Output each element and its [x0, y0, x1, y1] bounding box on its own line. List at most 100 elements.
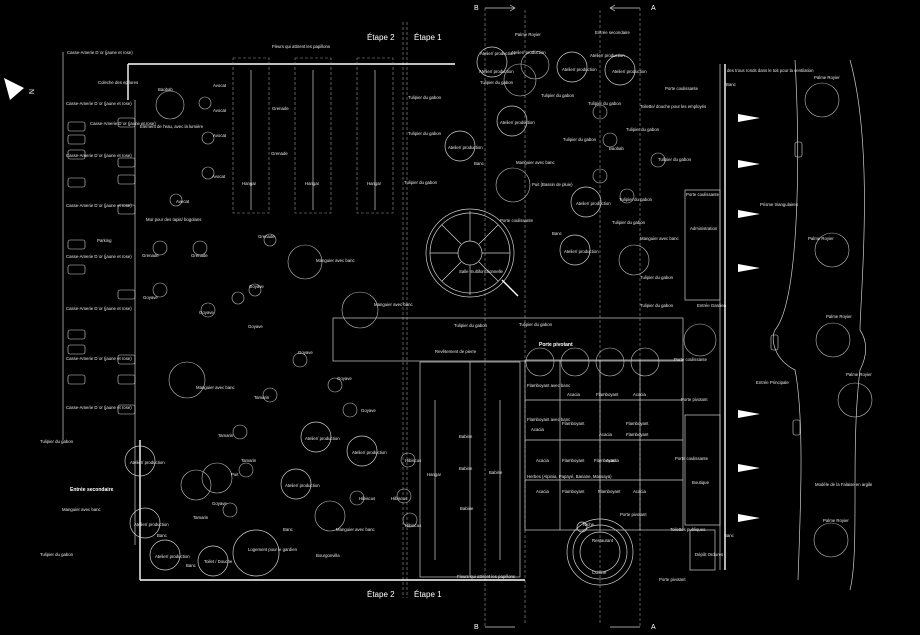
label-porte-coulissante-5: Porte coulissante	[675, 456, 709, 461]
label-toilettes-publiques: Toilettes publiques	[670, 527, 705, 532]
label-tulipier-left-1: Tulipier du gabon	[40, 439, 74, 444]
label-atelier-4: Atelier/ production	[500, 120, 535, 125]
label-acacia-1: Acacia	[567, 392, 581, 397]
label-fleurs-top: Fleurs qui attirent les papillons	[272, 44, 330, 49]
label-atelier-14: Atelier/ production	[511, 50, 546, 55]
label-atelier-1: Atelier/ production	[479, 69, 514, 74]
north-label: N	[27, 89, 34, 94]
label-tulipier-5: Tulipier du gabon	[626, 127, 660, 132]
label-atelier-11: Atelier/ production	[130, 460, 165, 465]
label-flamboyant-1: Flamboyant	[596, 392, 619, 397]
label-hangar-4: Hangar	[427, 472, 442, 477]
label-flamboyant-6: Flamboyant	[562, 489, 585, 494]
label-avocat-3: Avocat	[213, 108, 227, 113]
label-flamboyant-banc-1: Flamboyant avec banc	[527, 383, 571, 388]
label-salle-multi: Salle multifonctionnelle	[459, 269, 504, 274]
label-banc-1: Banc	[726, 82, 737, 87]
label-tamarin-2: Tamarin	[218, 433, 234, 438]
hangars-top	[232, 57, 394, 214]
label-grenade-2: Grenade	[271, 151, 288, 156]
label-atelier-10: Atelier/ production	[285, 483, 320, 488]
label-tulipier-14: Tulipier du gabon	[480, 80, 514, 85]
label-casse-1: Casse-Amerie D`or (jaune et rose)	[67, 50, 133, 55]
label-porte-pivotant-4: Porte pivotant	[620, 512, 647, 517]
label-entree-principale: Entrée Principale	[756, 380, 789, 385]
label-porte-coulissante-4: Porte coulissante	[674, 357, 708, 362]
label-banc-5: Banc	[157, 533, 168, 538]
label-herbes: Herbes (Alpinia, Papayé, Banane, Massaya…	[527, 474, 612, 479]
label-tulipier-13: Tulipier du gabon	[612, 220, 646, 225]
label-prisme: Prisme triangulaires	[760, 202, 798, 207]
label-entree-secondaire-left: Entrée secondaire	[70, 487, 114, 493]
label-flamboyant-7: Flamboyant	[598, 489, 621, 494]
label-hangar-3: Hangar	[367, 181, 382, 186]
label-casse-6: Casse-Amerie D`or (jaune et rose)	[66, 306, 132, 311]
label-goyave-3: Goyave	[199, 310, 214, 315]
label-trous-ventilation: des trous ronds dans le toit pour la ven…	[727, 68, 814, 73]
label-babine-1: Babine	[459, 434, 473, 439]
label-grenade-5: Grenade	[191, 253, 208, 258]
label-casse-9: Casse-Amerie D`or (jaune et rose)	[90, 121, 156, 126]
label-casse-7: Casse-Amerie D`or (jaune et rose)	[66, 356, 132, 361]
label-banc-2: Banc	[474, 161, 485, 166]
label-porte-pivotant-3: Porte pivotant	[659, 577, 686, 582]
prisms	[738, 114, 760, 522]
label-goyave-8: Goyave	[212, 501, 227, 506]
label-atelier-3: Atelier/ production	[612, 69, 647, 74]
section-b-top: B	[474, 5, 479, 12]
label-acacia-3: Acacia	[531, 427, 545, 432]
label-restaurant: Restaurant	[592, 538, 614, 543]
stage2-top-label: Étape 2	[367, 33, 395, 42]
east-buildings	[684, 189, 721, 571]
label-tulipier-15: Tulipier du gabon	[640, 275, 674, 280]
label-logement: Logement pour le gardien	[248, 547, 298, 552]
site-boundary	[62, 52, 726, 581]
label-goyave-1: Goyave	[143, 295, 158, 300]
label-toilette-employes: Toilette/ douche pour les employés	[640, 104, 706, 109]
label-acacia-4: Acacia	[599, 432, 613, 437]
label-palmier-right-1: Palme Royier	[814, 75, 840, 80]
label-hangar-1: Hangar	[242, 181, 257, 186]
label-boutique: Boutique	[692, 480, 710, 485]
label-palmier-right-3: Palme Royier	[826, 314, 852, 319]
stage1-bottom-label: Étape 1	[414, 590, 442, 599]
label-atelier-16: Atelier/ production	[480, 51, 515, 56]
label-avocat-4: Avocat	[212, 174, 226, 179]
label-mur-bogolans: Mur pour des tapis/ bogolans	[146, 217, 201, 222]
label-goyave-5: Goyave	[298, 350, 313, 355]
label-hibiscus-1: Hibiscus	[405, 458, 421, 463]
label-grenade-3: Grenade	[258, 234, 275, 239]
label-flamboyant-banc-2: Flamboyant avec banc	[527, 417, 571, 422]
label-grenade-4: Grenade	[142, 253, 159, 258]
label-atelier-12: Atelier/ production	[134, 522, 169, 527]
label-tulipier-12: Tulipier du gabon	[541, 93, 575, 98]
label-babine-3: Babine	[460, 506, 474, 511]
restaurant-building	[566, 518, 634, 586]
label-palmier-top: Palme Royier	[515, 32, 541, 37]
labels: Entrée secondaire Palme Royier Fleurs qu…	[40, 30, 873, 582]
label-babine-2: Babine	[459, 466, 473, 471]
label-casse-5: Casse-Amerie D`or (jaune et rose)	[66, 254, 132, 259]
north-arrow-icon	[4, 78, 24, 100]
label-atelier-15: Atelier/ production	[590, 53, 625, 58]
label-bourgonvilla: Bourgonvilla	[316, 553, 340, 558]
label-goyave-4: Goyave	[248, 324, 263, 329]
label-hangar-2: Hangar	[305, 181, 320, 186]
label-atelier-5: Atelier/ production	[448, 145, 483, 150]
label-puit-1: Puit (Bassin de pluie)	[532, 182, 573, 187]
label-grenade-1: Grenade	[272, 106, 289, 111]
label-flamboyant-5: Flamboyant	[594, 458, 617, 463]
label-baobab-2: Baobab	[609, 146, 624, 151]
label-avocat-1: Avocat	[213, 83, 227, 88]
label-flamboyant-2: Flamboyant	[562, 421, 585, 426]
label-palmier-right-5: Palme Royier	[823, 518, 849, 523]
label-cuisine: Cuisine	[592, 570, 607, 575]
label-tulipier-11: Tulipier du gabon	[640, 303, 674, 308]
label-tamarin-1: Tamarin	[254, 395, 270, 400]
label-entree-secondaire-top: Entrée secondaire	[595, 30, 630, 35]
label-porte-pivotant-1: Porte pivotant	[539, 342, 573, 348]
label-tamarin-3: Tamarin	[241, 458, 257, 463]
revetement-strip	[332, 317, 684, 362]
label-casse-3: Casse-Amerie D`or (jaune et rose)	[66, 153, 132, 158]
label-tulipier-3: Tulipier du gabon	[404, 180, 438, 185]
